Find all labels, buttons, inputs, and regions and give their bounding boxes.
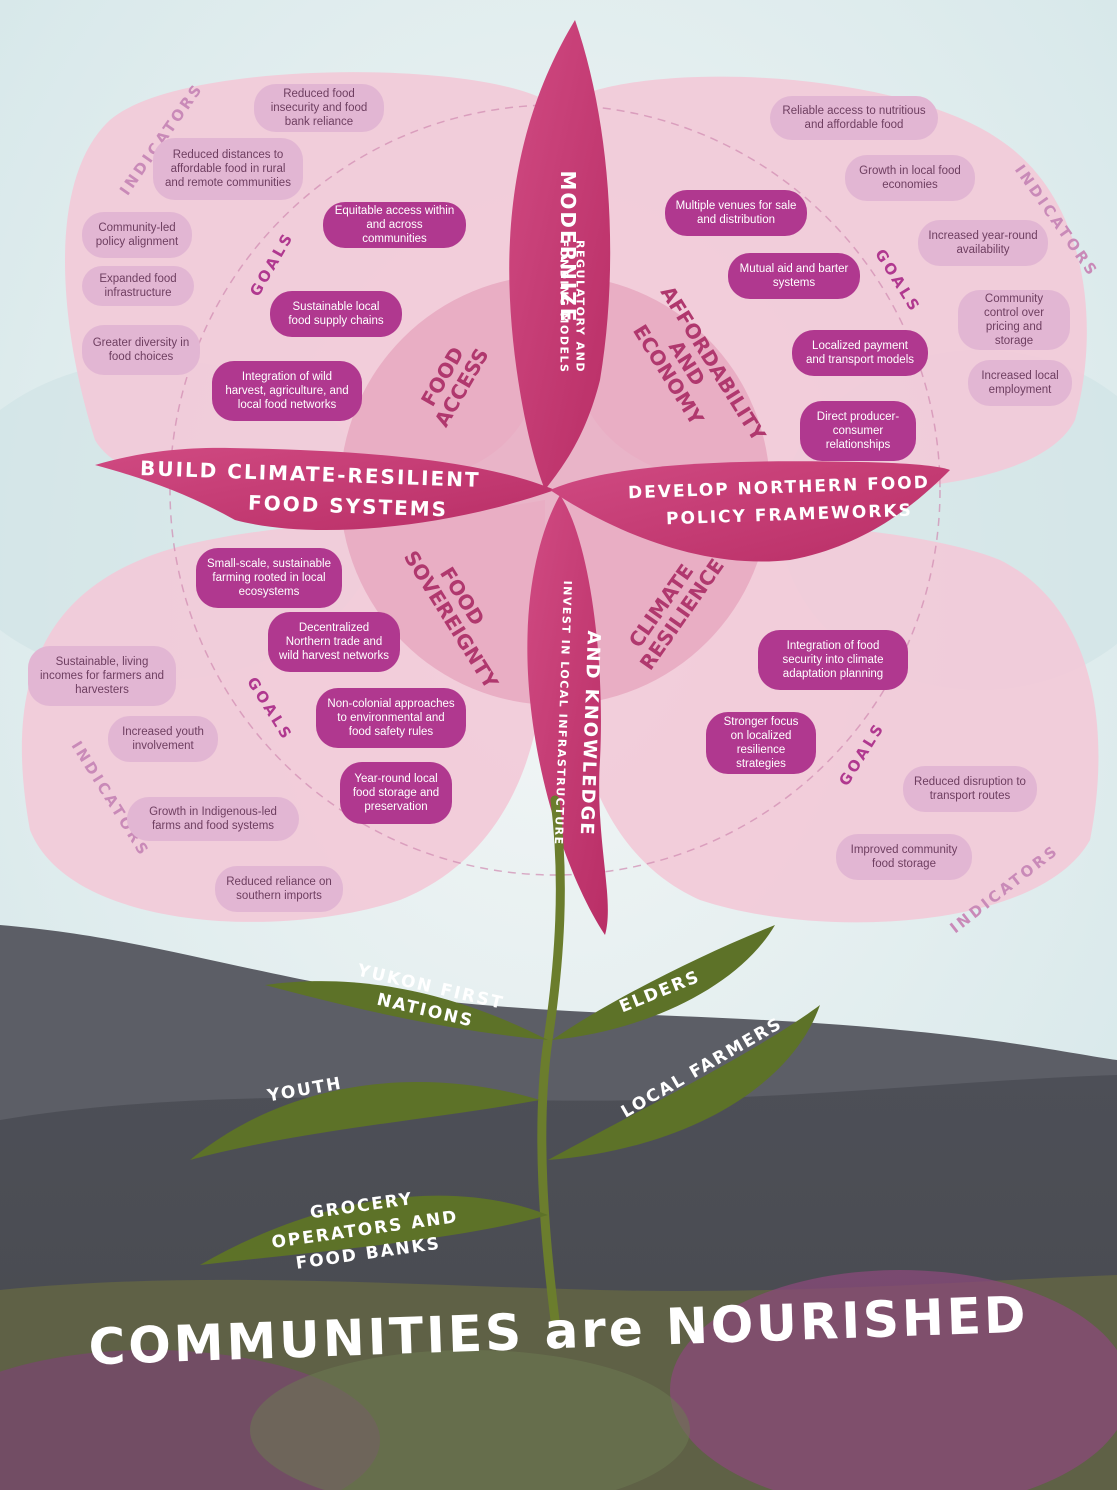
goal-pill: Mutual aid and barter systems: [728, 253, 860, 299]
goal-pill: Non-colonial approaches to environmental…: [316, 688, 466, 748]
goal-pill: Direct producer-consumer relationships: [800, 401, 916, 461]
pillar-top-subtitle-1: REGULATORY AND: [574, 207, 587, 407]
indicator-pill: Increased youth involvement: [108, 716, 218, 762]
indicator-pill: Expanded food infrastructure: [82, 266, 194, 306]
indicator-pill: Reduced distances to affordable food in …: [153, 138, 303, 200]
indicator-pill: Community-led policy alignment: [82, 212, 192, 258]
goal-pill: Integration of food security into climat…: [758, 630, 908, 690]
indicator-pill: Growth in local food economies: [845, 155, 975, 201]
indicator-pill: Increased local employment: [968, 360, 1072, 406]
indicator-pill: Sustainable, living incomes for farmers …: [28, 646, 176, 706]
goal-pill: Localized payment and transport models: [792, 330, 928, 376]
goal-pill: Decentralized Northern trade and wild ha…: [268, 612, 400, 672]
indicator-pill: Improved community food storage: [836, 834, 972, 880]
goal-pill: Sustainable local food supply chains: [270, 291, 402, 337]
indicator-pill: Increased year-round availability: [918, 220, 1048, 266]
indicator-pill: Greater diversity in food choices: [82, 325, 200, 375]
goal-pill: Year-round local food storage and preser…: [340, 762, 452, 824]
goal-pill: Multiple venues for sale and distributio…: [665, 190, 807, 236]
goal-pill: Integration of wild harvest, agriculture…: [212, 361, 362, 421]
indicator-pill: Community control over pricing and stora…: [958, 290, 1070, 350]
indicator-pill: Reliable access to nutritious and afford…: [770, 96, 938, 140]
pillar-top-subtitle-2: FUNDING MODELS: [558, 207, 571, 407]
goal-pill: Stronger focus on localized resilience s…: [706, 712, 816, 774]
indicator-pill: Reduced reliance on southern imports: [215, 866, 343, 912]
indicator-pill: Reduced food insecurity and food bank re…: [254, 84, 384, 132]
indicator-pill: Reduced disruption to transport routes: [903, 766, 1037, 812]
goal-pill: Small-scale, sustainable farming rooted …: [196, 548, 342, 608]
goal-pill: Equitable access within and across commu…: [323, 202, 466, 248]
indicator-pill: Growth in Indigenous-led farms and food …: [127, 797, 299, 841]
